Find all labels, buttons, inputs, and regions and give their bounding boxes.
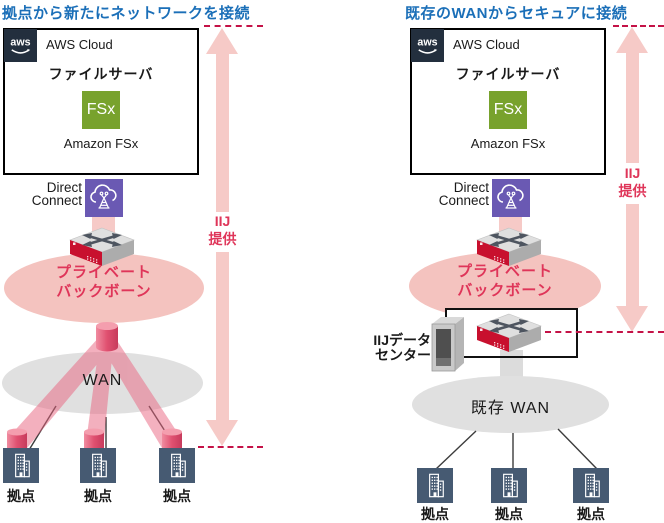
left-site2-cylinder-icon [84, 428, 104, 452]
left-router-icon [69, 227, 135, 266]
right-aws-cloud-label: AWS Cloud [453, 37, 520, 52]
left-backbone-line2: バックボーン [56, 283, 152, 300]
cloud-pylon-icon [90, 184, 117, 209]
right-direct-connect-icon [492, 179, 530, 217]
left-site2-building [80, 448, 116, 483]
left-site2-label: 拠点 [84, 488, 112, 504]
right-wan-label: 既存 WAN [470, 400, 551, 417]
right-fsx-caption: Amazon FSx [470, 136, 546, 151]
left-backbone-line1: プライベート [55, 264, 152, 281]
left-fsx-icon: FSx [82, 91, 120, 129]
right-fileserver-label: ファイルサーバ [455, 66, 561, 82]
building-icon [429, 473, 444, 498]
right-site2-label: 拠点 [495, 506, 523, 522]
aws-logo-icon: aws [4, 29, 37, 62]
right-backbone-line1: プライベート [456, 263, 553, 280]
right-dc-line1: Direct [453, 180, 489, 195]
left-hub-cylinder-icon [96, 322, 118, 352]
left-provide-arrow-shaft-lower [216, 252, 229, 420]
right-title: 既存のWANからセキュアに接続 [405, 5, 628, 22]
left-private-backbone-label: プライベート バックボーン [4, 263, 204, 301]
right-wan-ellipse [412, 376, 609, 433]
right-datacenter-label: IIJデータ センター [357, 333, 431, 363]
left-dc-line1: Direct [46, 180, 82, 195]
left-dc-line2: Connect [31, 193, 82, 208]
right-router-wan-link [500, 350, 523, 382]
right-backbone-line2: バックボーン [457, 282, 553, 299]
right-provide-arrow-head-down [616, 306, 648, 332]
right-dashed-line-top [613, 25, 664, 27]
left-dashed-line-bottom [198, 446, 263, 448]
left-dashed-line-top [204, 25, 263, 27]
right-fsx-icon: FSx [489, 91, 527, 129]
right-direct-connect-label: Direct Connect [417, 180, 489, 208]
left-provide-line1: IIJ [214, 213, 231, 229]
left-wan-label: WAN [82, 372, 123, 389]
left-provide-arrow-head-up [206, 28, 238, 54]
right-site3-building [573, 468, 609, 503]
right-datacenter-box-border-patch [500, 356, 523, 358]
right-dc-line2: Connect [438, 193, 489, 208]
right-server-cabinet-icon [431, 317, 464, 372]
left-site3-building [159, 448, 195, 483]
left-provide-line2: 提供 [208, 231, 237, 247]
left-site1-building [3, 448, 39, 483]
right-provide-arrow-head-up [616, 27, 648, 53]
building-icon [15, 453, 30, 478]
right-router-icon [476, 227, 542, 266]
svg-text:aws: aws [10, 37, 30, 49]
left-fileserver-label: ファイルサーバ [48, 66, 154, 82]
left-provide-label: IIJ 提供 [199, 212, 246, 248]
left-site1-cylinder-icon [7, 428, 27, 452]
building-icon [171, 453, 186, 478]
svg-text:aws: aws [417, 37, 437, 49]
right-site1-label: 拠点 [421, 506, 449, 522]
left-site1-label: 拠点 [7, 488, 35, 504]
right-datacenter-line1: IIJデータ [373, 332, 431, 348]
right-datacenter-router-icon [476, 313, 542, 352]
right-site3-label: 拠点 [577, 506, 605, 522]
right-site2-building [491, 468, 527, 503]
right-datacenter-line2: センター [375, 347, 431, 363]
left-provide-arrow-head-down [206, 420, 238, 446]
right-dashed-line-middle [545, 331, 664, 333]
aws-logo-icon: aws [411, 29, 444, 62]
right-aws-logo: aws [411, 29, 444, 62]
left-title: 拠点から新たにネットワークを接続 [2, 5, 251, 22]
right-provide-label: IIJ 提供 [609, 164, 656, 200]
left-direct-connect-label: Direct Connect [10, 180, 82, 208]
left-connections-overlay [8, 336, 181, 451]
building-icon [92, 453, 107, 478]
left-aws-logo: aws [4, 29, 37, 62]
building-icon [585, 473, 600, 498]
left-provide-arrow-shaft-upper [216, 52, 229, 212]
right-provide-arrow-shaft-upper [626, 51, 639, 163]
right-provide-arrow-shaft-lower [626, 204, 639, 307]
cloud-pylon-icon [497, 184, 524, 209]
right-connections-overlay [435, 428, 598, 470]
left-direct-connect-icon [85, 179, 123, 217]
right-provide-line2: 提供 [618, 183, 647, 199]
right-provide-line1: IIJ [624, 165, 641, 181]
right-private-backbone-label: プライベート バックボーン [409, 262, 601, 300]
right-site1-building [417, 468, 453, 503]
left-site3-cylinder-icon [162, 428, 182, 452]
left-fsx-caption: Amazon FSx [63, 136, 139, 151]
building-icon [503, 473, 518, 498]
left-aws-cloud-label: AWS Cloud [46, 37, 113, 52]
left-site3-label: 拠点 [163, 488, 191, 504]
